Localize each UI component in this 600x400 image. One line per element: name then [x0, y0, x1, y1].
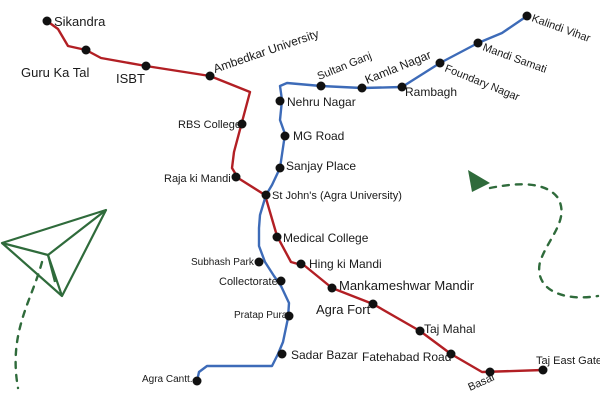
label-collectorate: Collectorate: [219, 276, 278, 288]
label-guru-ka-tal: Guru Ka Tal: [21, 65, 90, 80]
label-kamla-nagar: Kamla Nagar: [363, 48, 433, 87]
arrow-head-icon: [468, 170, 490, 192]
label-agra-cantt: Agra Cantt.: [142, 374, 193, 385]
station-dot-sadar-bazar[interactable]: [277, 349, 287, 359]
paper-plane-icon: [0, 208, 108, 298]
station-dot-foundary-nagar[interactable]: [435, 58, 445, 68]
label-sadar-bazar: Sadar Bazar: [291, 348, 358, 362]
label-hing-ki-mandi: Hing ki Mandi: [309, 257, 382, 271]
label-pratap-pura: Pratap Pura: [234, 310, 288, 321]
label-ambedkar-university: Ambedkar University: [211, 27, 320, 76]
label-taj-mahal: Taj Mahal: [424, 322, 475, 336]
station-labels: Sikandra Guru Ka Tal ISBT Ambedkar Unive…: [21, 13, 600, 394]
label-subhash-park: Subhash Park: [191, 257, 255, 268]
station-dot-agra-cantt[interactable]: [192, 376, 202, 386]
label-taj-east-gate: Taj East Gate: [536, 355, 600, 367]
station-dot-rambagh[interactable]: [397, 82, 407, 92]
station-dot-rbs-college[interactable]: [237, 119, 247, 129]
station-dot-mg-road[interactable]: [280, 131, 290, 141]
station-dot-fatehabad-road[interactable]: [446, 349, 456, 359]
station-dot-isbt[interactable]: [141, 61, 151, 71]
label-medical-college: Medical College: [283, 231, 369, 245]
station-dot-agra-fort[interactable]: [368, 299, 378, 309]
label-mandi-samati: Mandi Samati: [481, 42, 548, 76]
label-mankameshwar-mandir: Mankameshwar Mandir: [339, 278, 475, 293]
station-dot-medical-college[interactable]: [272, 232, 282, 242]
label-mg-road: MG Road: [293, 129, 344, 143]
station-dot-ambedkar-university[interactable]: [205, 71, 215, 81]
station-dot-pratap-pura[interactable]: [284, 311, 294, 321]
label-kalindi-vihar: Kalindi Vihar: [530, 13, 592, 45]
station-dot-mandi-samati[interactable]: [473, 38, 483, 48]
label-agra-fort: Agra Fort: [316, 302, 371, 317]
label-nehru-nagar: Nehru Nagar: [287, 95, 356, 109]
station-dot-subhash-park[interactable]: [254, 257, 264, 267]
label-isbt: ISBT: [116, 71, 145, 86]
station-dot-nehru-nagar[interactable]: [275, 96, 285, 106]
station-dot-taj-mahal[interactable]: [415, 326, 425, 336]
station-dot-sanjay-place[interactable]: [275, 163, 285, 173]
station-dot-hing-ki-mandi[interactable]: [296, 259, 306, 269]
label-raja-ki-mandi: Raja ki Mandi: [164, 173, 231, 185]
station-dots: [42, 11, 548, 386]
station-dot-raja-ki-mandi[interactable]: [231, 172, 241, 182]
station-dot-sikandra[interactable]: [42, 16, 52, 26]
station-dot-st-johns[interactable]: [261, 190, 271, 200]
label-st-johns: St John's (Agra University): [272, 190, 402, 202]
label-sikandra: Sikandra: [54, 14, 106, 29]
station-dot-kalindi-vihar[interactable]: [522, 11, 532, 21]
station-dot-taj-east-gate[interactable]: [538, 365, 548, 375]
station-dot-mankameshwar-mandir[interactable]: [327, 283, 337, 293]
station-dot-guru-ka-tal[interactable]: [81, 45, 91, 55]
label-fatehabad-road: Fatehabad Road: [362, 350, 451, 364]
label-rbs-college: RBS College: [178, 119, 241, 131]
label-sanjay-place: Sanjay Place: [286, 159, 356, 173]
station-dot-basai[interactable]: [485, 367, 495, 377]
label-basai: Basai: [466, 372, 496, 394]
station-dot-kamla-nagar[interactable]: [357, 83, 367, 93]
label-rambagh: Rambagh: [405, 85, 457, 99]
station-dot-sultan-ganj[interactable]: [316, 81, 326, 91]
plane-trail-dashed: [14, 260, 44, 390]
station-dot-collectorate[interactable]: [276, 276, 286, 286]
arrow-trail-dashed: [488, 183, 600, 299]
